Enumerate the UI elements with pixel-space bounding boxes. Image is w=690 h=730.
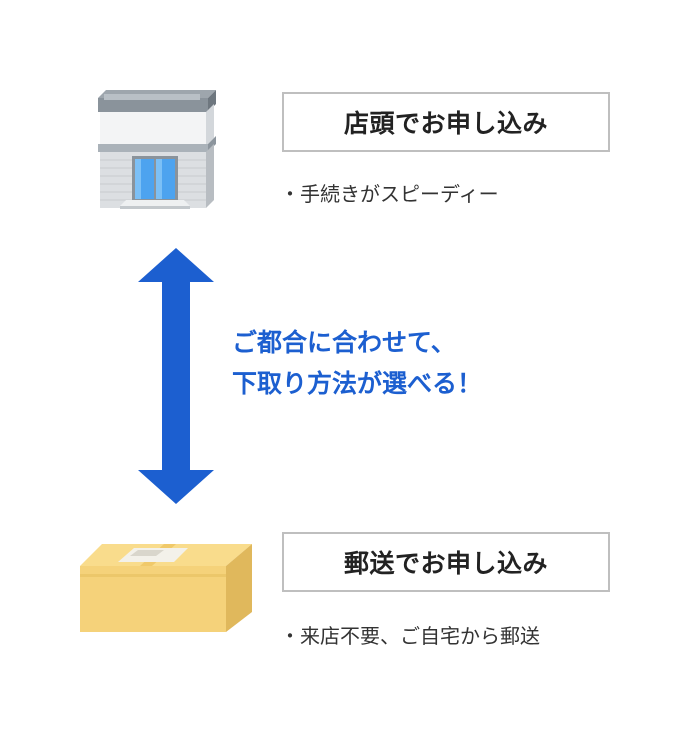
cardboard-box-icon <box>80 544 252 632</box>
tagline-line-1: ご都合に合わせて、 <box>232 328 456 357</box>
tagline: ご都合に合わせて、 下取り方法が選べる！ <box>232 322 482 404</box>
tagline-line-2: 下取り方法が選べる！ <box>232 369 483 398</box>
mail-option-note: ・来店不要、ご自宅から郵送 <box>280 624 540 648</box>
double-arrow-icon <box>138 248 214 504</box>
store-option-title: 店頭でお申し込み <box>282 92 610 152</box>
mail-option-title: 郵送でお申し込み <box>282 532 610 592</box>
store-option-note: ・手続きがスピーディー <box>280 182 499 206</box>
store-building-icon <box>98 90 216 209</box>
